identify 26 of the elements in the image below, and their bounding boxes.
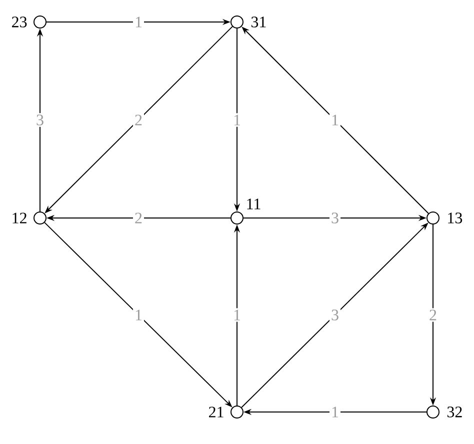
vertex-label: 12 [12,212,26,224]
weight-label: 3 [330,211,340,225]
weight-label: 3 [330,308,340,322]
weight-label: 1 [330,405,340,419]
weight-label: 1 [232,113,242,127]
weight-label: 1 [133,308,144,322]
vertex-label: 11 [247,198,260,210]
vertex-label: 23 [12,16,27,28]
weight-label: 2 [133,211,144,225]
vertex-circle [426,212,440,224]
weight-label: 2 [428,308,438,322]
weight-label: 2 [133,113,144,127]
vertex-circle [230,212,244,224]
vertex-label: 31 [251,16,266,28]
weight-label: 1 [133,15,144,29]
vertex-label: 21 [209,406,224,418]
vertex-circle [230,16,244,28]
vertex-label: 13 [448,212,462,224]
weight-label: 3 [34,113,46,127]
vertex-label: 32 [447,406,462,418]
vertex-circle [230,405,244,418]
weight-label: 1 [330,113,340,127]
vertex-circle [34,16,46,28]
vertex-circle [34,212,46,224]
vertex-circle [426,405,440,418]
weight-label: 1 [232,308,242,322]
